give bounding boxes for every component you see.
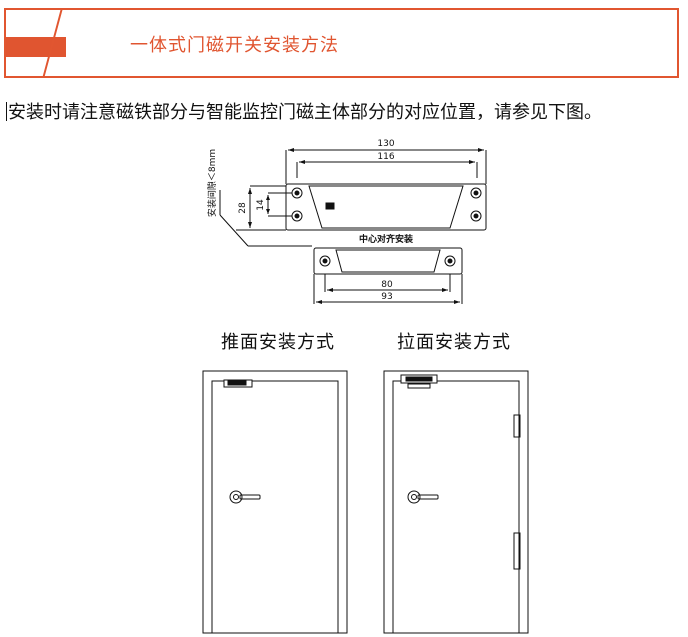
intro-text: 安装时请注意磁铁部分与智能监控门磁主体部分的对应位置，请参见下图。 [8,102,602,123]
sensor-inner [308,185,464,229]
dim-93-label: 93 [381,292,392,302]
pull-door-hinge-bottom [513,532,521,570]
magnet-screw-left [319,255,331,267]
pull-door-handle [407,490,439,504]
dim-28-label: 28 [238,202,248,214]
sensor-body [285,183,487,231]
push-door-handle [229,490,261,504]
pull-door-frame [383,370,529,634]
gap-label: 安装间隙＜8mm [206,149,218,217]
push-door-frame [202,370,348,634]
page-title: 一体式门磁开关安装方法 [130,35,339,56]
intro-text-line: 安装时请注意磁铁部分与智能监控门磁主体部分的对应位置，请参见下图。 [6,98,602,124]
screw-top-right [470,187,482,199]
magnet-inner [335,249,441,273]
dim-130-label: 130 [377,139,394,149]
pull-install-caption: 拉面安装方式 [397,332,511,353]
header-box: 一体式门磁开关安装方法 [4,8,679,78]
screw-bottom-right [470,210,482,222]
pull-door-hinge-top [513,414,521,438]
text-cursor [6,102,7,121]
push-install-caption: 推面安装方式 [221,332,335,353]
dim-80-label: 80 [381,280,393,290]
indicator-led [325,202,335,210]
dim-116-label: 116 [377,152,394,162]
pull-door-leaf [392,380,520,634]
push-door-leaf [211,380,339,634]
magnet-body [313,247,463,275]
magnet-screw-right [444,255,456,267]
center-align-label: 中心对齐安装 [359,233,414,245]
dim-14-label: 14 [256,199,266,211]
